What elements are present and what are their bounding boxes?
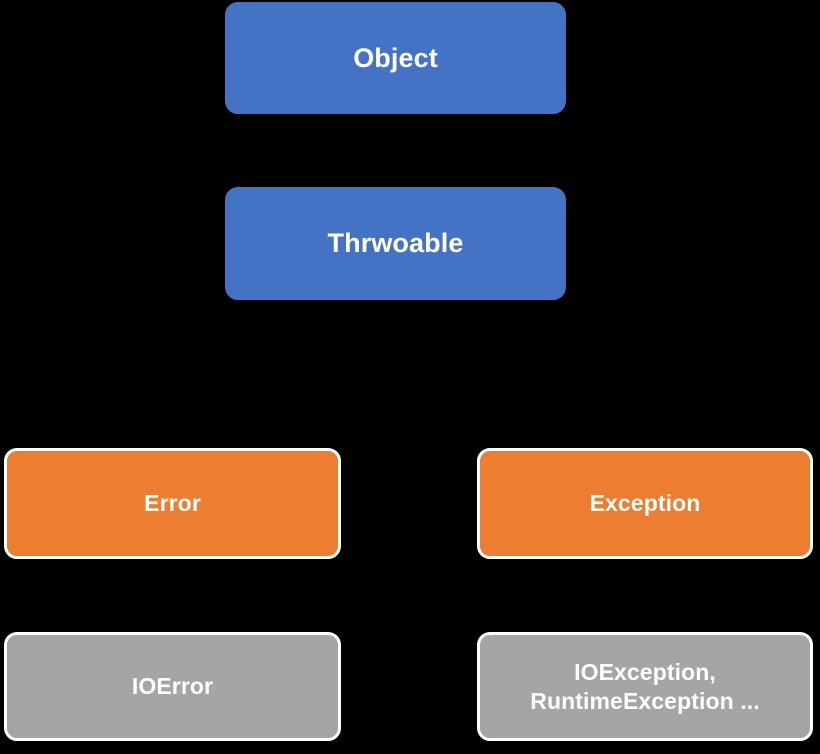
node-exception[interactable]: Exception [477, 448, 813, 559]
node-object-label: Object [353, 42, 438, 73]
node-throwable[interactable]: Thrwoable [225, 187, 566, 300]
node-error[interactable]: Error [4, 448, 341, 559]
node-error-label: Error [144, 490, 201, 517]
node-ioerror-label: IOError [131, 673, 214, 700]
node-ioerror[interactable]: IOError [4, 632, 341, 741]
node-object[interactable]: Object [225, 2, 566, 114]
node-subexceptions-label: IOException, RuntimeException ... [530, 659, 760, 714]
node-throwable-label: Thrwoable [327, 228, 464, 259]
node-exception-label: Exception [589, 490, 701, 517]
node-subexceptions[interactable]: IOException, RuntimeException ... [477, 632, 813, 741]
